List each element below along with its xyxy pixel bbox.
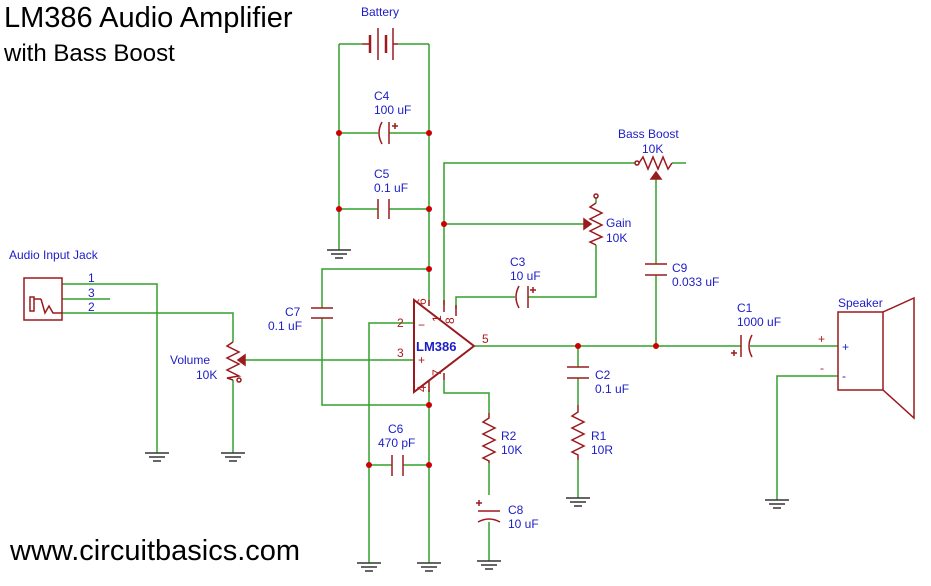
c2-ref: C2: [595, 368, 611, 382]
c2-value: 0.1 uF: [595, 382, 629, 396]
ground-icon: [356, 554, 382, 572]
c8-value: 10 uF: [508, 517, 539, 531]
c1-value: 1000 uF: [737, 315, 781, 329]
jack-label: Audio Input Jack: [9, 248, 99, 262]
c5-value: 0.1 uF: [374, 181, 408, 195]
ic-pin-4: 4: [415, 385, 429, 392]
c6-value: 470 pF: [378, 436, 415, 450]
ic-pin-8: 8: [443, 317, 457, 324]
polarized-capacitor-icon: [515, 285, 536, 309]
diagram-title: LM386 Audio Amplifier: [4, 2, 293, 34]
ground-icon: [764, 491, 790, 509]
c6-ref: C6: [388, 422, 404, 436]
ic-plus: +: [418, 353, 425, 367]
website-footer: www.circuitbasics.com: [10, 535, 301, 567]
gain-label: Gain: [606, 216, 631, 230]
ground-icon: [144, 444, 170, 462]
grounds: [144, 241, 790, 572]
r2-ref: R2: [501, 429, 517, 443]
ground-icon: [416, 554, 442, 572]
resistor-icon: [570, 405, 586, 460]
volume-value: 10K: [196, 368, 217, 382]
c1-ref: C1: [737, 301, 753, 315]
ic-minus: −: [418, 318, 425, 332]
ground-icon: [220, 444, 246, 462]
ic-pin-1: 1: [430, 315, 444, 322]
r1-ref: R1: [591, 429, 607, 443]
wires: [62, 43, 838, 555]
ic-pin-6: 6: [415, 298, 429, 305]
speaker-plus-outer: +: [818, 332, 825, 346]
capacitor-icon: [391, 455, 404, 476]
polarized-capacitor-icon: [378, 121, 398, 145]
c7-ref: C7: [285, 305, 301, 319]
speaker-label: Speaker: [838, 296, 883, 310]
ic-label: LM386: [416, 339, 456, 354]
speaker-minus: -: [842, 369, 846, 383]
jack-pin-2: 2: [88, 300, 95, 314]
c7-value: 0.1 uF: [268, 319, 302, 333]
speaker-minus-outer: -: [820, 361, 824, 375]
battery-icon: [362, 28, 398, 60]
bass-boost-label: Bass Boost: [618, 127, 679, 141]
jack-pin-3: 3: [88, 286, 95, 300]
r2-value: 10K: [501, 443, 522, 457]
c5-ref: C5: [374, 167, 390, 181]
diagram-subtitle: with Bass Boost: [4, 40, 175, 67]
ground-icon: [326, 241, 352, 259]
capacitor-icon: [645, 263, 667, 276]
speaker-plus: +: [842, 340, 849, 354]
gain-value: 10K: [606, 231, 627, 245]
bass-boost-value: 10K: [642, 142, 663, 156]
op-amp-icon: [413, 297, 476, 395]
polarized-capacitor-icon: [476, 500, 501, 523]
potentiometer-icon: [583, 193, 604, 246]
c9-value: 0.033 uF: [672, 275, 719, 289]
capacitor-icon: [377, 199, 390, 219]
resistor-icon: [481, 413, 497, 463]
c4-value: 100 uF: [374, 103, 411, 117]
ground-icon: [476, 552, 502, 570]
c3-value: 10 uF: [510, 269, 541, 283]
jack-pin-1: 1: [88, 271, 95, 285]
c3-ref: C3: [510, 255, 526, 269]
battery-label: Battery: [361, 5, 399, 19]
ic-pin-5: 5: [482, 332, 489, 346]
c4-ref: C4: [374, 89, 390, 103]
c8-ref: C8: [508, 503, 524, 517]
ic-pin-2: 2: [397, 316, 404, 330]
potentiometer-icon: [634, 155, 673, 180]
ground-icon: [565, 489, 591, 507]
ic-pin-3: 3: [397, 346, 404, 360]
volume-label: Volume: [170, 353, 210, 367]
ic-pin-7: 7: [430, 369, 444, 376]
capacitor-icon: [311, 307, 333, 319]
polarized-capacitor-icon: [731, 334, 753, 358]
junctions: [336, 130, 659, 468]
c9-ref: C9: [672, 261, 688, 275]
audio-jack-icon: [23, 277, 63, 321]
r1-value: 10R: [591, 443, 613, 457]
potentiometer-icon: [225, 341, 246, 383]
capacitor-icon: [567, 366, 589, 379]
speaker-icon: [837, 296, 915, 420]
